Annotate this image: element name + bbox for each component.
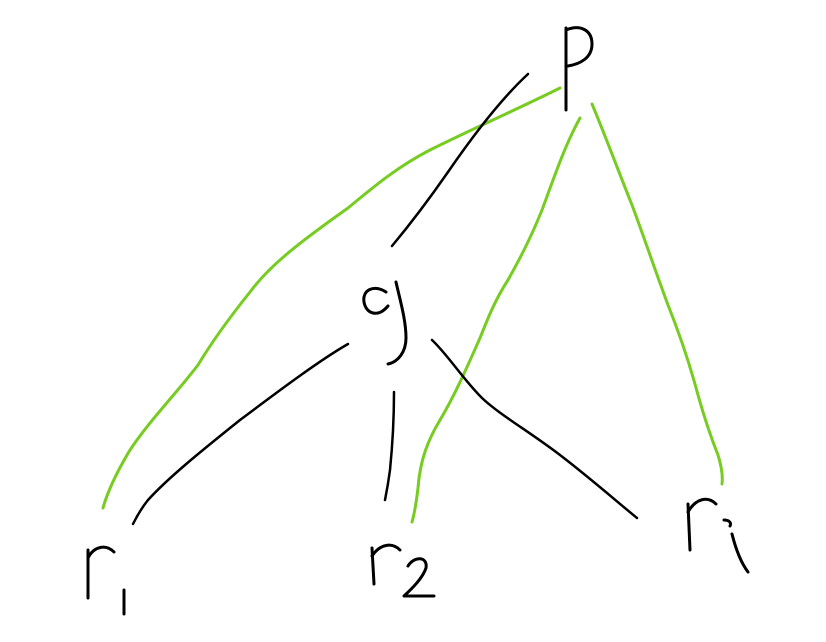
- edge-q-ri: [430, 338, 639, 520]
- edge-p-r1: [101, 86, 562, 510]
- edge-p-ri: [590, 102, 724, 486]
- edge-p-r2: [410, 116, 582, 524]
- highlight-edges: [101, 86, 724, 524]
- node-p-label: [564, 26, 594, 112]
- tree-edges: [131, 72, 639, 526]
- node-labels: [86, 26, 750, 616]
- node-q-label: [362, 280, 408, 366]
- node-ri-label: [686, 497, 750, 574]
- edge-q-r2: [383, 390, 396, 502]
- node-r1-label: [86, 545, 126, 616]
- node-r2-label: [370, 543, 436, 598]
- edge-p-q: [390, 72, 530, 248]
- edge-q-r1: [131, 342, 350, 526]
